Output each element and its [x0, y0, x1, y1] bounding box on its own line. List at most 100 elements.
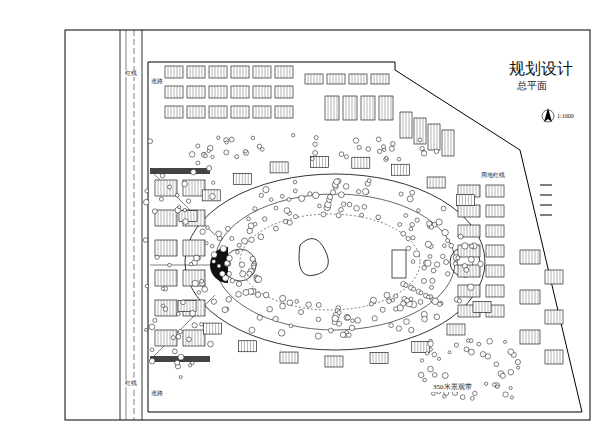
roof-hatch [386, 74, 387, 84]
roof-hatch [195, 180, 196, 196]
building [486, 265, 504, 277]
roof-hatch [201, 300, 202, 316]
roof-hatch [538, 250, 539, 264]
tree [468, 257, 474, 263]
tree [227, 271, 232, 276]
roof-hatch [161, 330, 162, 346]
roof-hatch [218, 86, 219, 98]
building [458, 265, 480, 277]
roof-hatch [170, 330, 171, 346]
building-outline [155, 300, 177, 316]
plan-subtitle: 总平面 [516, 80, 548, 91]
roof-hatch [198, 210, 199, 226]
building-outline [486, 225, 504, 237]
roof-hatch [473, 205, 474, 217]
roof-hatch [426, 341, 427, 352]
roof-hatch [529, 330, 530, 344]
roof-hatch [366, 157, 367, 168]
tree [387, 299, 392, 304]
building [155, 300, 177, 316]
roof-hatch [158, 210, 159, 226]
tree [432, 373, 437, 378]
roof-hatch [215, 86, 216, 98]
roof-hatch [476, 285, 477, 297]
roof-hatch [434, 124, 435, 150]
roof-hatch [212, 323, 213, 334]
roof-hatch [325, 156, 326, 167]
roof-hatch [385, 96, 386, 120]
roof-hatch [236, 173, 237, 184]
tree [202, 286, 208, 292]
building [155, 240, 177, 256]
building-outline [442, 130, 454, 156]
roof-hatch [476, 301, 477, 312]
tree [315, 333, 321, 339]
roof-hatch [173, 270, 174, 286]
tree [183, 219, 189, 225]
roof-hatch [551, 350, 552, 364]
tree [410, 190, 415, 195]
roof-hatch [436, 177, 437, 188]
building-outline [183, 270, 205, 286]
roof-hatch [170, 240, 171, 256]
tree [419, 291, 423, 295]
roof-hatch [548, 270, 549, 284]
roof-hatch [176, 240, 177, 256]
roof-hatch [526, 290, 527, 304]
building [414, 118, 426, 144]
roof-hatch [196, 106, 197, 118]
roof-hatch [479, 185, 480, 197]
tree [205, 242, 208, 245]
tree [420, 359, 423, 362]
building-outline [545, 350, 563, 364]
tree [398, 223, 402, 227]
roof-hatch [492, 205, 493, 217]
tree [284, 208, 290, 214]
roof-hatch [192, 330, 193, 346]
tree [330, 190, 335, 195]
tree [362, 188, 368, 194]
tree [410, 223, 414, 227]
pond [299, 239, 328, 276]
building [545, 270, 563, 284]
tree [477, 342, 481, 346]
roof-hatch [479, 265, 480, 277]
roof-hatch [284, 66, 285, 78]
roof-hatch [246, 66, 247, 78]
tree [430, 278, 435, 283]
tree [189, 262, 193, 266]
building [231, 106, 249, 118]
roof-hatch [489, 265, 490, 277]
roof-hatch [246, 106, 247, 118]
building-outline [370, 352, 388, 363]
roof-hatch [171, 66, 172, 78]
roof-hatch [198, 240, 199, 256]
building [349, 74, 367, 84]
roof-hatch [215, 106, 216, 118]
drawing-frame [65, 30, 590, 420]
tree [434, 314, 440, 320]
building [352, 157, 370, 168]
building-outline [183, 240, 205, 256]
roof-hatch [161, 270, 162, 286]
tree [391, 142, 396, 147]
road-edge [120, 30, 121, 420]
building-outline [392, 164, 410, 175]
building-outline [305, 74, 323, 84]
tree [470, 396, 474, 400]
building-outline [371, 74, 389, 84]
roof-hatch [276, 162, 277, 173]
building [209, 86, 227, 98]
building [253, 66, 271, 78]
tree [172, 349, 177, 354]
building-outline [155, 240, 177, 256]
roof-hatch [498, 305, 499, 317]
tree [269, 198, 273, 202]
roof-hatch [237, 66, 238, 78]
tree [427, 221, 432, 226]
roof-hatch [237, 106, 238, 118]
roof-hatch [349, 96, 350, 120]
tree [515, 359, 520, 364]
tree [211, 155, 214, 158]
roof-hatch [557, 350, 558, 364]
